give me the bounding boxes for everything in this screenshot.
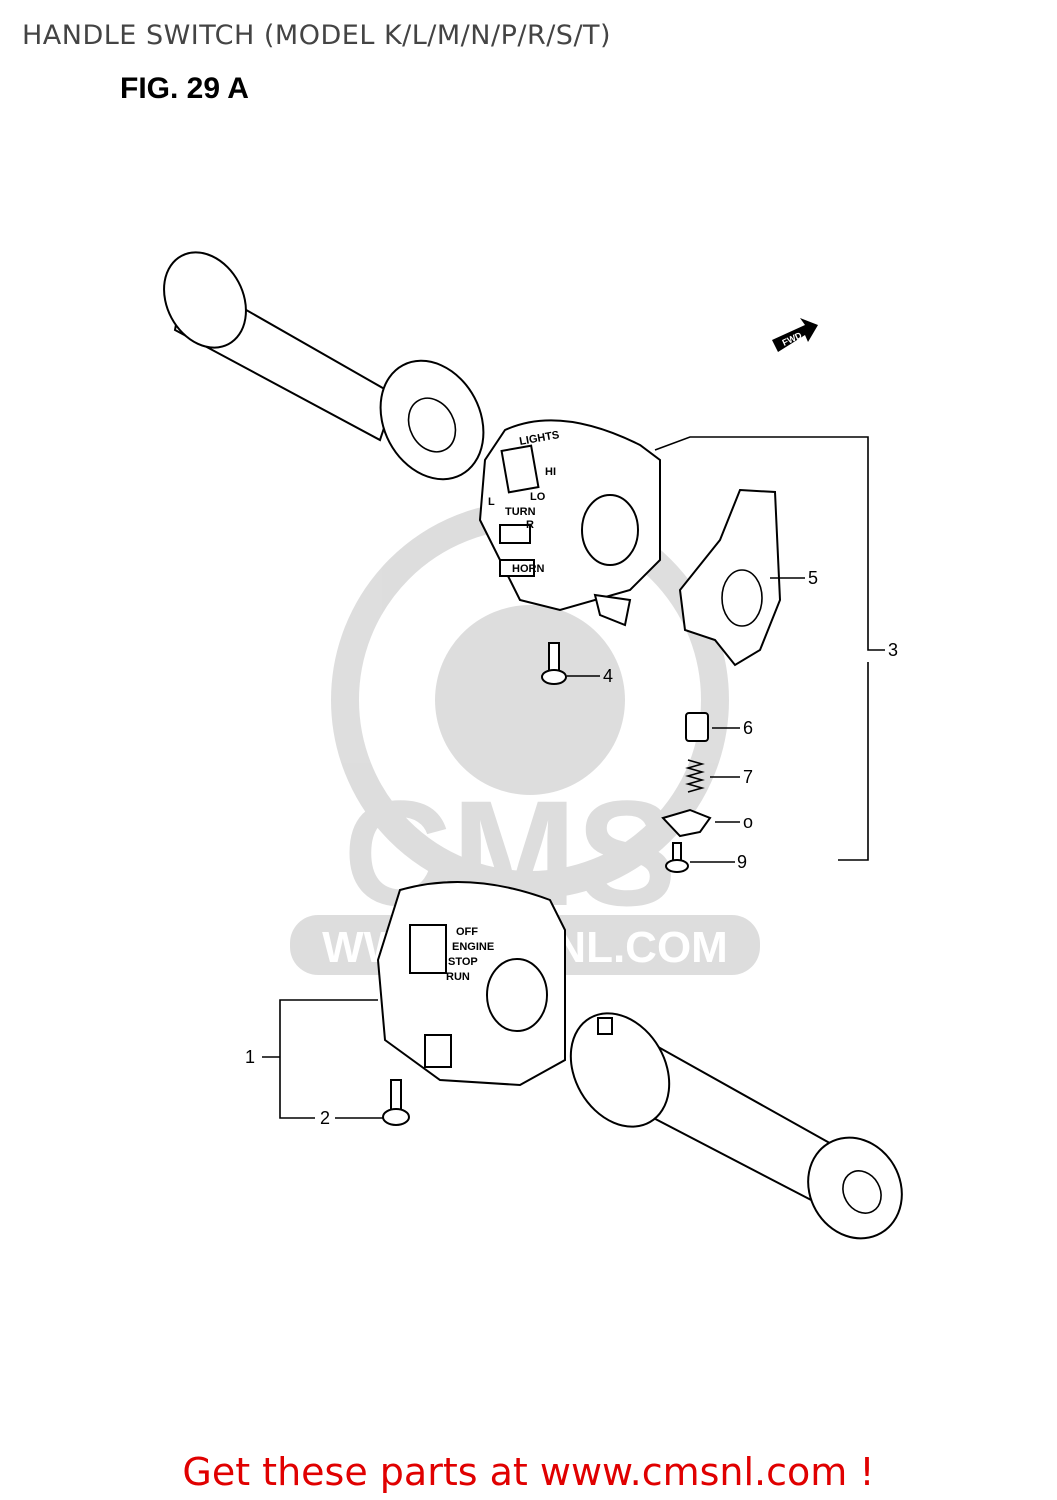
screw-4 xyxy=(541,642,567,685)
contact-6 xyxy=(685,712,709,742)
lo-label: LO xyxy=(530,491,546,503)
callout-3: 3 xyxy=(888,640,898,660)
plate-8 xyxy=(661,808,712,838)
callout-4: 4 xyxy=(603,666,613,686)
callout-2: 2 xyxy=(320,1108,330,1128)
r-label: R xyxy=(526,519,534,531)
callout-5: 5 xyxy=(808,568,818,588)
fwd-arrow-icon: FWD xyxy=(772,318,818,352)
left-switch-housing: LIGHTS HI LO L TURN R HORN xyxy=(478,419,661,627)
horn-label: HORN xyxy=(512,563,544,575)
run-label: RUN xyxy=(446,971,470,983)
screw-9 xyxy=(665,842,689,873)
l-label: L xyxy=(488,496,495,508)
screw-2 xyxy=(382,1079,410,1126)
footer-link[interactable]: Get these parts at www.cmsnl.com ! xyxy=(182,1450,875,1494)
turn-label: TURN xyxy=(505,506,536,518)
callout-9: 9 xyxy=(737,852,747,872)
leader-lines xyxy=(262,436,885,1119)
figure-label: FIG. 29 A xyxy=(120,72,249,105)
callout-7: 7 xyxy=(743,767,753,787)
stop-label: STOP xyxy=(448,956,478,968)
callout-1: 1 xyxy=(245,1047,255,1067)
hi-label: HI xyxy=(545,466,556,478)
callout-6: 6 xyxy=(743,718,753,738)
left-grip xyxy=(163,251,485,481)
right-grip xyxy=(569,1012,903,1240)
page-title: HANDLE SWITCH (MODEL K/L/M/N/P/R/S/T) xyxy=(22,20,612,51)
switch-base-bracket xyxy=(678,488,782,667)
engine-label: ENGINE xyxy=(452,941,494,953)
spring-7 xyxy=(685,759,705,793)
off-label: OFF xyxy=(456,926,478,938)
right-switch-housing: OFF ENGINE STOP RUN xyxy=(376,881,566,1087)
parts-diagram: CMS WWW.CMSNL.COM FWD LIGHTS HI LO L TUR… xyxy=(163,251,903,1240)
callout-8: o xyxy=(743,812,753,832)
